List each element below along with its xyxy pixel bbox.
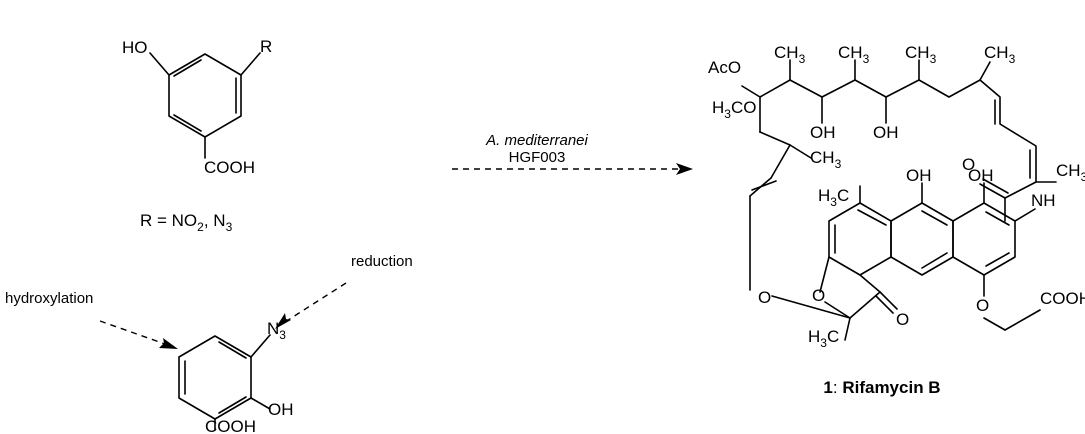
ch3-label-6: CH3: [1056, 161, 1085, 184]
r-definition: R = NO2, N3: [140, 211, 233, 234]
furan-o-label: O: [812, 286, 825, 305]
reduction-label: reduction: [351, 253, 413, 270]
amide-o-label: O: [962, 155, 975, 174]
precursor-r-label: R: [260, 37, 272, 56]
ch3-label-3: CH3: [905, 43, 937, 66]
strain-label: HGF003: [509, 149, 566, 166]
ch3-label-1: CH3: [774, 43, 806, 66]
derived-cooh-label: COOH: [205, 417, 256, 434]
precursor-ring: [149, 52, 261, 159]
derived-oh-label: OH: [268, 400, 294, 419]
oh-label-1: OH: [810, 123, 836, 142]
ansa-chain: [741, 59, 1057, 291]
h3c-label-1: H3C: [818, 186, 849, 209]
nh-label: NH: [1031, 191, 1056, 210]
precursor-cooh-label: COOH: [204, 158, 255, 177]
naphthalene-core: [771, 182, 1041, 341]
ether-o-label: O: [758, 288, 771, 307]
derived-n3-label: N3: [267, 319, 286, 342]
compound-label: 1: Rifamycin B: [823, 378, 940, 397]
ch3-label-4: CH3: [984, 43, 1016, 66]
ketone-o-label: O: [896, 310, 909, 329]
reaction-arrow: A. mediterranei HGF003: [452, 132, 693, 175]
oh-label-2: OH: [873, 123, 899, 142]
ch3-label-2: CH3: [838, 43, 870, 66]
ch3-label-5: CH3: [810, 148, 842, 171]
h3co-label: H3CO: [712, 98, 756, 121]
oh-label-3: OH: [906, 166, 932, 185]
oh-label-4: OH: [968, 166, 994, 185]
aryl-o-label: O: [976, 296, 989, 315]
rifamycin-structure: AcO CH3 CH3 CH3 CH3 H3CO OH OH CH3 CH3 O…: [708, 43, 1085, 397]
precursor-structure: HO R COOH R = NO2, N3: [122, 37, 272, 234]
hydroxylation-label: hydroxylation: [5, 290, 93, 307]
product-cooh-label: COOH: [1040, 289, 1085, 308]
h3c-label-2: H3C: [808, 327, 839, 350]
aco-label: AcO: [708, 58, 741, 77]
derived-structure: N3 OH COOH reduction hydroxylation: [5, 253, 413, 434]
organism-label: A. mediterranei: [485, 132, 588, 149]
precursor-ho-label: HO: [122, 38, 148, 57]
